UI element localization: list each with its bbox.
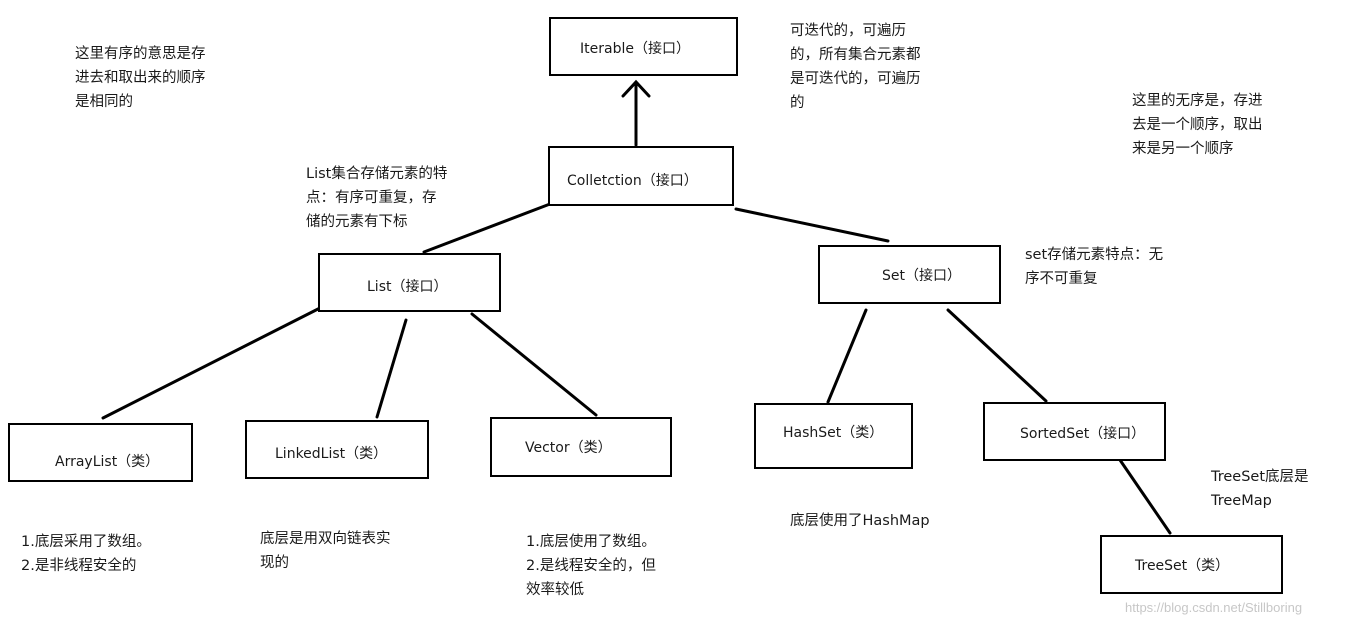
note-list-traits: List集合存储元素的特 点：有序可重复，存 储的元素有下标: [306, 166, 448, 230]
node-collection: Colletction（接口）: [548, 146, 734, 206]
note-unordered: 这里的无序是，存进 去是一个顺序，取出 来是另一个顺序: [1132, 93, 1263, 157]
node-sortedset: SortedSet（接口）: [983, 402, 1166, 461]
node-list: List（接口）: [318, 253, 501, 312]
note-hashset: 底层使用了HashMap: [790, 513, 930, 529]
note-vector: 1.底层使用了数组。 2.是线程安全的，但 效率较低: [526, 534, 656, 598]
node-set: Set（接口）: [818, 245, 1001, 304]
node-treeset: TreeSet（类）: [1100, 535, 1283, 594]
edge-set-hashset: [826, 308, 868, 404]
note-iterable: 可迭代的，可遍历 的，所有集合元素都 是可迭代的，可遍历 的: [790, 23, 921, 111]
node-hashset: HashSet（类）: [754, 403, 913, 469]
note-linkedlist: 底层是用双向链表实 现的: [260, 531, 391, 571]
node-arraylist: ArrayList（类）: [8, 423, 193, 482]
node-vector: Vector（类）: [490, 417, 672, 477]
edge-collection-set: [734, 207, 890, 243]
node-linkedlist: LinkedList（类）: [245, 420, 429, 479]
node-iterable: Iterable（接口）: [549, 17, 738, 76]
watermark: https://blog.csdn.net/Stillboring: [1125, 600, 1303, 615]
note-treeset: TreeSet底层是 TreeMap: [1211, 469, 1309, 509]
edge-list-vector: [470, 312, 598, 417]
note-set-traits: set存储元素特点：无 序不可重复: [1025, 247, 1164, 287]
edge-set-sortedset: [946, 308, 1048, 403]
edge-sortedset-treeset: [1118, 458, 1172, 535]
edge-collection-list: [422, 202, 552, 254]
note-ordered: 这里有序的意思是存 进去和取出来的顺序 是相同的: [75, 46, 206, 110]
arrowhead-iterable: [621, 79, 651, 98]
note-arraylist: 1.底层采用了数组。 2.是非线程安全的: [21, 534, 151, 574]
edge-list-arraylist: [101, 306, 322, 420]
edge-list-linkedlist: [375, 318, 408, 419]
